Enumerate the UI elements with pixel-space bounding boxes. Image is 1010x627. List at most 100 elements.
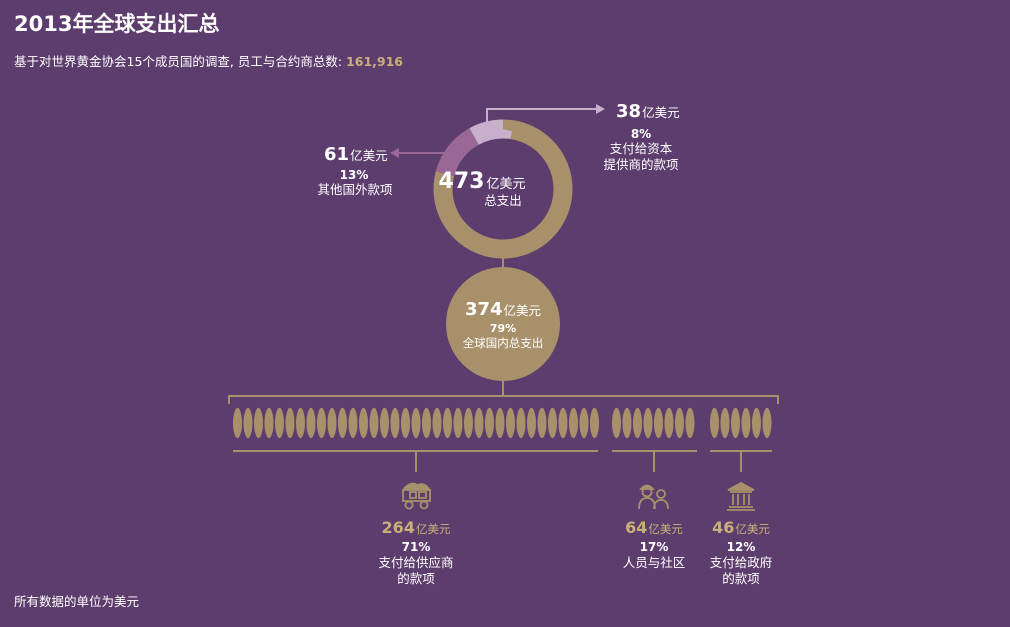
coin (262, 406, 276, 440)
coin-stack-government (708, 406, 774, 440)
coin (514, 406, 528, 440)
coin (556, 406, 570, 440)
coin (430, 406, 444, 440)
coin (304, 406, 318, 440)
suppliers-label-1: 支付给供应商 (378, 555, 453, 570)
coin (631, 406, 644, 440)
coin-stacks (231, 406, 774, 440)
coin (367, 406, 381, 440)
coin-stack-people (610, 406, 697, 440)
suppliers-value: 264亿美元 (382, 518, 451, 537)
total-label: 总支出 (484, 193, 522, 208)
coin (409, 406, 423, 440)
coin (610, 406, 623, 440)
coin (441, 406, 454, 440)
coin (325, 406, 339, 440)
government-label-2: 的款项 (722, 571, 760, 586)
domestic-pct: 79% (490, 322, 516, 335)
coin (577, 406, 591, 440)
coin (241, 406, 255, 440)
other-foreign-arrow-icon (390, 148, 399, 158)
coin (399, 406, 412, 440)
donut-slice-capital (433, 119, 573, 259)
capital-label-2: 提供商的款项 (603, 157, 678, 172)
other-foreign-value: 61亿美元 (324, 144, 388, 165)
coin (662, 406, 676, 440)
coin (420, 406, 433, 440)
coin (708, 406, 721, 440)
suppliers-label-2: 的款项 (397, 571, 435, 586)
suppliers-value-unit: 亿美元 (416, 522, 451, 536)
coin (252, 406, 265, 440)
page-title: 2013年全球支出汇总 (14, 12, 220, 36)
coin (525, 406, 538, 440)
coin (336, 406, 349, 440)
coin (683, 406, 697, 440)
people-value-number: 64 (625, 518, 647, 537)
other-foreign-pct: 13% (340, 168, 369, 182)
capital-value-number: 38 (616, 101, 641, 122)
coin (346, 406, 360, 440)
capital-arrow-icon (596, 104, 605, 114)
capital-pct: 8% (631, 127, 651, 141)
coin (739, 406, 753, 440)
suppliers-pct: 71% (402, 540, 431, 554)
coin (588, 406, 601, 440)
people-icon (638, 484, 669, 510)
coin (620, 406, 634, 440)
coin (760, 406, 774, 440)
total-spending-donut (433, 119, 573, 259)
people-pct: 17% (640, 540, 669, 554)
capital-value: 38亿美元 (616, 101, 680, 122)
government-value: 46亿美元 (712, 518, 770, 537)
coin (652, 406, 665, 440)
total-value-number: 473 (439, 169, 485, 194)
government-pct: 12% (727, 540, 756, 554)
coin (641, 406, 655, 440)
coin (673, 406, 686, 440)
coin (273, 406, 286, 440)
coin (315, 406, 328, 440)
coin (483, 406, 496, 440)
breakdown-bracket (228, 395, 779, 404)
coin (357, 406, 370, 440)
suppliers-value-number: 264 (382, 518, 415, 537)
footnote: 所有数据的单位为美元 (14, 594, 140, 609)
subtitle-text: 基于对世界黄金协会15个成员国的调查, 员工与合约商总数: (14, 54, 347, 69)
capital-leader-line (486, 108, 597, 122)
other-foreign-label: 其他国外款项 (317, 182, 392, 197)
coin (718, 406, 732, 440)
coin (462, 406, 475, 440)
coin (493, 406, 507, 440)
domestic-circle (446, 267, 560, 381)
coin (451, 406, 465, 440)
mining-truck-icon (402, 482, 431, 510)
domestic-value-unit: 亿美元 (504, 303, 542, 318)
government-label-1: 支付给政府 (710, 555, 773, 570)
other-foreign-value-unit: 亿美元 (350, 148, 388, 163)
coin (294, 406, 307, 440)
total-value-unit: 亿美元 (486, 177, 525, 192)
capital-label-1: 支付给资本 (610, 141, 673, 156)
coin (567, 406, 580, 440)
coin (283, 406, 297, 440)
coin (378, 406, 391, 440)
coin-stack-suppliers (231, 406, 601, 440)
people-value: 64亿美元 (625, 518, 683, 537)
government-value-unit: 亿美元 (735, 522, 770, 536)
domestic-value-number: 374 (465, 299, 503, 320)
coin (729, 406, 742, 440)
people-value-unit: 亿美元 (648, 522, 683, 536)
coin (535, 406, 549, 440)
coin (472, 406, 486, 440)
coin (388, 406, 402, 440)
page-subtitle: 基于对世界黄金协会15个成员国的调查, 员工与合约商总数: 161,916 (14, 51, 403, 70)
coin (750, 406, 763, 440)
other-foreign-value-number: 61 (324, 144, 349, 165)
domestic-value: 374亿美元 (465, 299, 541, 320)
people-label-1: 人员与社区 (623, 555, 686, 570)
capital-value-unit: 亿美元 (642, 105, 680, 120)
government-building-icon (727, 481, 755, 511)
